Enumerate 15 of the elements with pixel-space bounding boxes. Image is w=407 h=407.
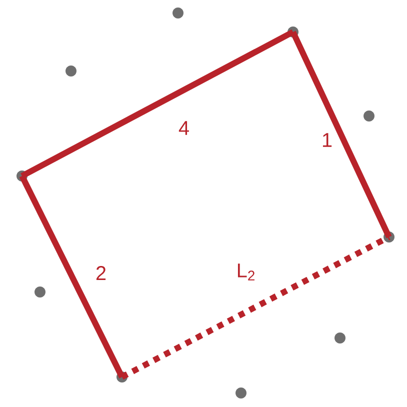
side-label: 2 <box>96 266 106 280</box>
side-label: 4 <box>178 121 189 135</box>
dot <box>66 66 76 76</box>
side-label: L$_{2}$ <box>238 264 254 280</box>
dot <box>334 332 346 344</box>
rectangle-side <box>20 29 294 179</box>
side-label: 1 <box>322 133 332 147</box>
dot <box>34 286 46 298</box>
dot <box>384 232 394 242</box>
dot <box>236 388 246 398</box>
rectangle-side <box>19 174 125 378</box>
dot <box>172 8 184 18</box>
rectangle-side <box>120 234 390 380</box>
rectangle-side <box>290 30 392 238</box>
dot <box>364 110 374 122</box>
